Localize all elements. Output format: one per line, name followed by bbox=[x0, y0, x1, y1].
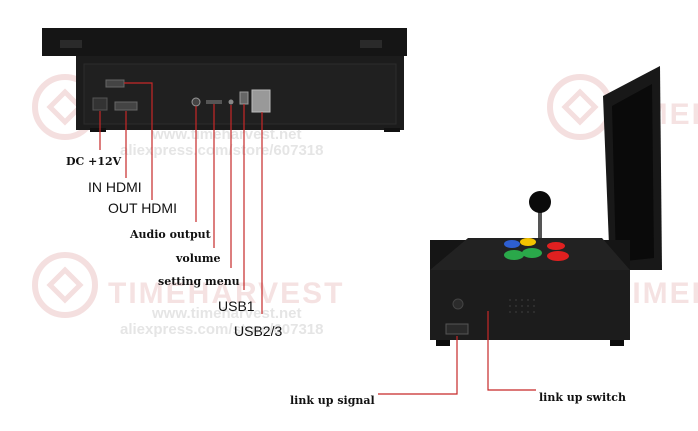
label-link-up-signal: link up signal bbox=[290, 395, 375, 406]
label-out-hdmi: OUT HDMI bbox=[108, 201, 177, 215]
label-setting-menu: setting menu bbox=[158, 276, 240, 287]
label-audio-output: Audio output bbox=[130, 229, 211, 240]
label-usb23: USB2/3 bbox=[234, 324, 282, 338]
label-in-hdmi: IN HDMI bbox=[88, 180, 142, 194]
label-link-up-switch: link up switch bbox=[539, 392, 626, 403]
label-dc-12v: DC +12V bbox=[66, 156, 121, 167]
label-usb1: USB1 bbox=[218, 299, 255, 313]
label-volume: volume bbox=[176, 253, 221, 264]
